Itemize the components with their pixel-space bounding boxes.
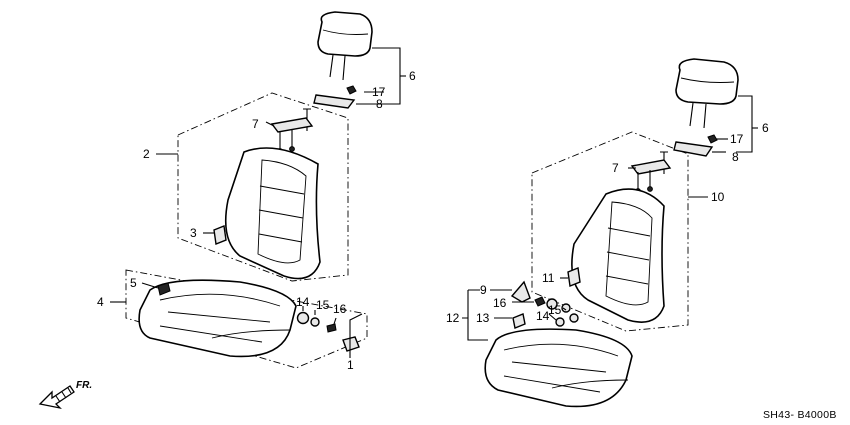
front-arrow-hatch	[55, 387, 72, 403]
right-cushion[interactable]	[484, 328, 633, 408]
callout-5: 5	[130, 276, 137, 290]
right-washer-14-lower[interactable]	[555, 317, 565, 327]
callout-10: 10	[711, 190, 725, 204]
right-headrest-guide[interactable]	[673, 141, 714, 157]
left-bracket-plate[interactable]	[270, 117, 314, 154]
callout-6: 6	[409, 69, 416, 83]
callout-16-left: 16	[333, 302, 347, 316]
left-hook-3[interactable]	[213, 225, 227, 245]
left-cushion[interactable]	[138, 279, 297, 358]
callout-11: 11	[542, 271, 555, 285]
left-clip-17[interactable]	[346, 85, 357, 95]
callout-17-right: 17	[730, 132, 744, 146]
right-headrest[interactable]	[675, 58, 739, 129]
callout-14-right: 14	[536, 309, 550, 323]
callout-3: 3	[190, 226, 197, 240]
right-clip-17[interactable]	[707, 134, 718, 144]
right-seatback-frame	[531, 131, 689, 332]
callout-16-right: 16	[493, 296, 507, 310]
callout-8-left: 8	[376, 97, 383, 111]
leader-lines	[110, 47, 758, 358]
right-hinge-9[interactable]	[510, 280, 531, 303]
callout-2: 2	[143, 147, 150, 161]
left-bolt-16[interactable]	[326, 323, 337, 333]
right-nut-15-lower[interactable]	[569, 313, 579, 323]
left-bracket-1[interactable]	[342, 336, 360, 352]
callout-4: 4	[97, 295, 104, 309]
left-seatback[interactable]	[224, 147, 321, 280]
callout-6-right: 6	[762, 121, 769, 135]
right-bolt-16[interactable]	[534, 296, 546, 307]
left-headrest[interactable]	[317, 11, 373, 81]
callout-13: 13	[476, 311, 490, 325]
right-hook-11[interactable]	[567, 267, 581, 287]
callout-8-right: 8	[732, 150, 739, 164]
callout-7-left: 7	[252, 117, 259, 131]
callout-15-left: 15	[316, 298, 330, 312]
callout-1: 1	[347, 358, 354, 372]
right-hook-13[interactable]	[512, 313, 526, 329]
diagram-code: SH43- B4000B	[763, 409, 837, 421]
left-headrest-guide[interactable]	[313, 94, 356, 109]
right-seatback[interactable]	[571, 188, 665, 323]
right-seat-assembly	[484, 58, 739, 408]
callout-7-right: 7	[612, 161, 619, 175]
right-bracket-plate[interactable]	[630, 159, 672, 194]
left-seatback-frame	[177, 92, 349, 282]
callout-17-left: 17	[372, 85, 386, 99]
left-seat-assembly	[125, 11, 373, 369]
right-nut-15-upper[interactable]	[561, 303, 571, 313]
front-label: FR.	[76, 380, 92, 391]
callout-15-right: 15	[548, 303, 562, 317]
right-washer-14-upper[interactable]	[546, 298, 558, 310]
left-cushion-frame	[125, 269, 368, 369]
left-hook-5[interactable]	[157, 282, 171, 296]
callout-9: 9	[480, 283, 487, 297]
callout-12: 12	[446, 311, 460, 325]
left-nut-15[interactable]	[310, 317, 320, 327]
callouts: 6 17 8 7 2 3 5 4 14 15 16 1 6 17 8 7 10 …	[97, 69, 769, 372]
callout-14-left: 14	[296, 295, 310, 309]
front-arrow-indicator: FR.	[38, 380, 92, 410]
left-washer-14[interactable]	[296, 311, 310, 325]
